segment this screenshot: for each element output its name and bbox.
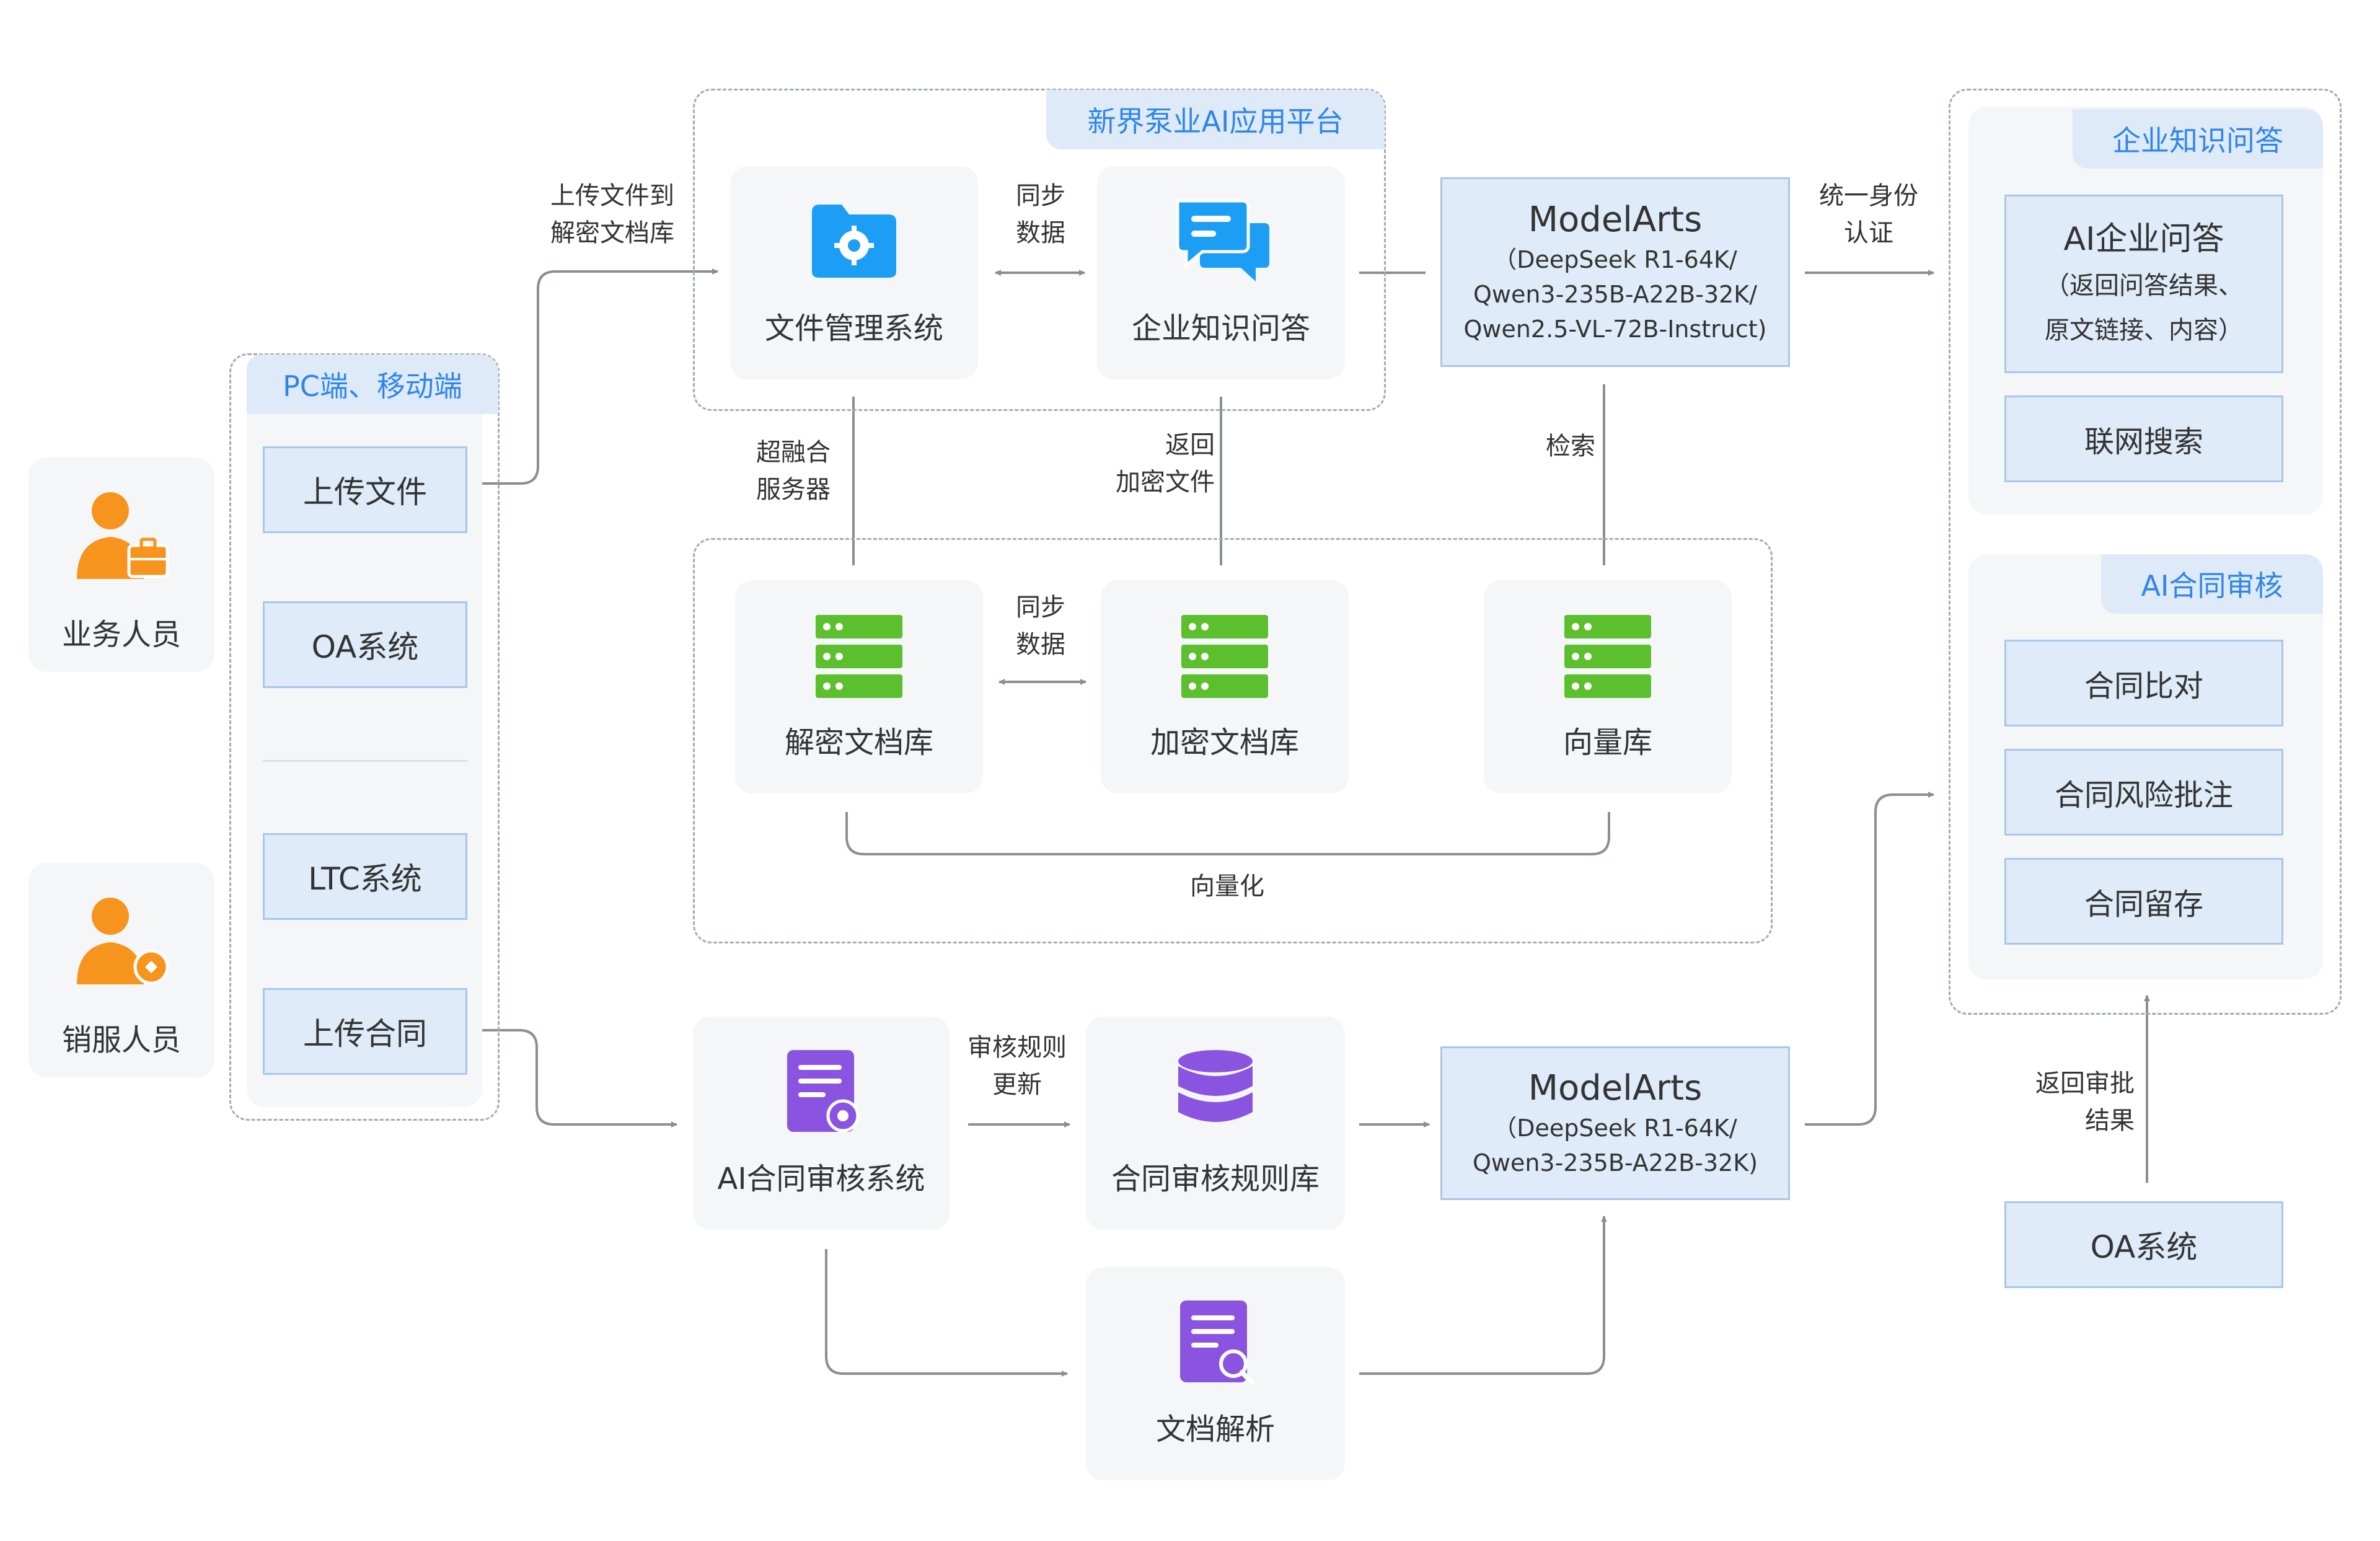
encrypted-doc-repo[interactable]: 加密文档库 [1101, 580, 1349, 793]
file-management-system[interactable]: 文件管理系统 [730, 166, 978, 379]
modelarts-top-line3: Qwen2.5-VL-72B-Instruct) [1463, 316, 1767, 343]
chat-bubbles-icon [1176, 199, 1269, 281]
person-tag-icon [77, 898, 169, 985]
modelarts-bottom-line1: （DeepSeek R1-64K/ [1493, 1115, 1737, 1142]
edge-parse-to-modelarts [1359, 1216, 1607, 1375]
contract-section-title: AI合同审核 [2101, 554, 2323, 614]
sales-service-user-label: 销服人员 [61, 1023, 181, 1058]
vectorize-label: 向量化 [1190, 872, 1264, 901]
upload-contract-button[interactable]: 上传合同 [263, 988, 467, 1075]
decrypted-repo-label: 解密文档库 [784, 725, 933, 760]
doc-gear-icon [787, 1050, 860, 1133]
ai-enterprise-qa[interactable]: AI企业问答 （返回问答结果、 原文链接、内容） [2004, 195, 2283, 373]
modelarts-bottom-line2: Qwen3-235B-A22B-32K) [1472, 1149, 1758, 1177]
label-rule-update: 审核规则 更新 [967, 1033, 1067, 1099]
server-icon [1564, 615, 1651, 698]
contract-compare[interactable]: 合同比对 [2004, 640, 2283, 726]
enterprise-knowledge-qa[interactable]: 企业知识问答 [1097, 166, 1345, 379]
label-hyper-server: 超融合 服务器 [756, 438, 831, 504]
edge-upload-to-platform [482, 268, 718, 485]
person-briefcase-icon [77, 492, 169, 579]
edge-vectorize-bracket [845, 812, 1610, 855]
ai-qa-title: AI企业问答 [2063, 221, 2224, 258]
platform-region [693, 89, 1386, 411]
knowledge-qa-label: 企业知识问答 [1131, 311, 1310, 346]
right-region [1949, 89, 2342, 1015]
label-unified-auth: 统一身份 认证 [1819, 182, 1918, 247]
business-user-label: 业务人员 [61, 617, 181, 652]
client-group-divider [263, 760, 467, 762]
storage-region [693, 538, 1773, 943]
edge-modelarts-to-contract [1805, 792, 1934, 1126]
business-user-card: 业务人员 [29, 457, 214, 672]
ai-qa-sub1: （返回问答结果、 [2045, 272, 2243, 300]
contract-risk-annotation[interactable]: 合同风险批注 [2004, 749, 2283, 836]
oa-system-right[interactable]: OA系统 [2004, 1201, 2283, 1288]
qa-section-title: 企业知识问答 [2073, 109, 2323, 169]
ai-qa-sub2: 原文链接、内容） [2045, 316, 2243, 345]
platform-title: 新界泵业AI应用平台 [1046, 90, 1385, 149]
client-group-title: PC端、移动端 [247, 355, 498, 414]
file-management-label: 文件管理系统 [764, 311, 943, 346]
contract-archive[interactable]: 合同留存 [2004, 858, 2283, 945]
doc-parse-label: 文档解析 [1155, 1412, 1275, 1447]
edge-contract-to-review [482, 1029, 677, 1128]
upload-file-button[interactable]: 上传文件 [263, 446, 467, 533]
label-return-encrypted: 返回 加密文件 [1116, 431, 1215, 497]
modelarts-top[interactable]: ModelArts （DeepSeek R1-64K/ Qwen3-235B-A… [1440, 177, 1790, 367]
document-parsing[interactable]: 文档解析 [1086, 1267, 1345, 1480]
encrypted-repo-label: 加密文档库 [1150, 725, 1299, 760]
modelarts-top-line1: （DeepSeek R1-64K/ [1493, 246, 1737, 273]
client-group-region [229, 353, 500, 1121]
modelarts-top-line2: Qwen3-235B-A22B-32K/ [1473, 281, 1758, 308]
rule-db-label: 合同审核规则库 [1111, 1162, 1320, 1196]
server-icon [816, 615, 902, 698]
server-icon [1181, 615, 1268, 698]
vector-db-label: 向量库 [1562, 725, 1652, 760]
modelarts-bottom[interactable]: ModelArts （DeepSeek R1-64K/ Qwen3-235B-A… [1440, 1046, 1790, 1200]
vector-db[interactable]: 向量库 [1484, 580, 1732, 793]
doc-search-icon [1180, 1300, 1254, 1385]
sales-service-user-card: 销服人员 [29, 863, 214, 1077]
database-icon [1178, 1050, 1253, 1122]
ltc-system[interactable]: LTC系统 [263, 833, 467, 920]
ai-contract-review-system[interactable]: AI合同审核系统 [693, 1017, 950, 1230]
modelarts-top-title: ModelArts [1528, 200, 1703, 240]
modelarts-bottom-title: ModelArts [1528, 1068, 1703, 1108]
label-retrieve: 检索 [1546, 432, 1595, 461]
web-search[interactable]: 联网搜索 [2004, 395, 2283, 482]
folder-gear-icon [812, 205, 896, 278]
decrypted-doc-repo[interactable]: 解密文档库 [735, 580, 983, 793]
contract-rule-db[interactable]: 合同审核规则库 [1086, 1017, 1345, 1230]
label-sync-top: 同步 数据 [1016, 182, 1065, 247]
label-upload-to-decrypt: 上传文件到 解密文档库 [550, 182, 674, 247]
review-system-label: AI合同审核系统 [717, 1162, 925, 1196]
oa-system-left[interactable]: OA系统 [263, 601, 467, 688]
label-return-approval: 返回审批 结果 [2035, 1069, 2135, 1135]
label-sync-storage: 同步 数据 [1016, 593, 1065, 659]
edge-review-to-parse [825, 1249, 1068, 1377]
